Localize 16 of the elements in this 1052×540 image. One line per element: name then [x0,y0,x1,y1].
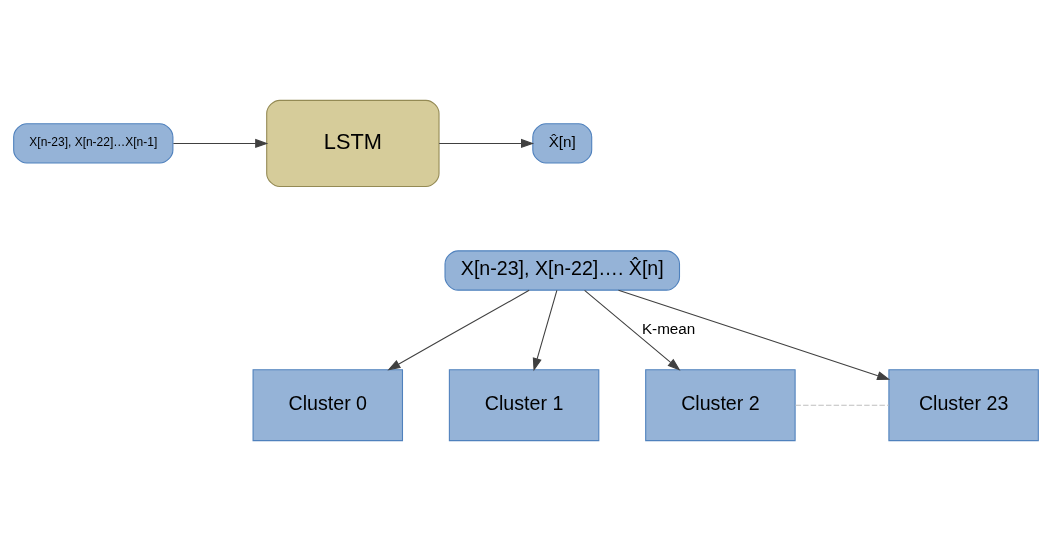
arrow [172,138,269,148]
arrow [584,289,681,371]
arrow [532,289,558,371]
node-box: X[n-23], X[n-22]…. X̂[n] [444,249,681,291]
node-box: Cluster 1 [448,368,600,441]
node-box: Cluster 2 [645,368,796,441]
node-box: X[n-23], X[n-22]…X[n-1] [13,122,174,164]
node-box: Cluster 23 [888,368,1039,441]
arrow [617,289,891,380]
node-box: Cluster 0 [252,368,404,441]
node-box: X̂[n] [532,122,593,164]
edge-label: K-mean [641,319,696,337]
connector [794,404,890,406]
arrow [387,289,530,370]
arrow [438,138,535,148]
node-box: LSTM [266,99,440,187]
